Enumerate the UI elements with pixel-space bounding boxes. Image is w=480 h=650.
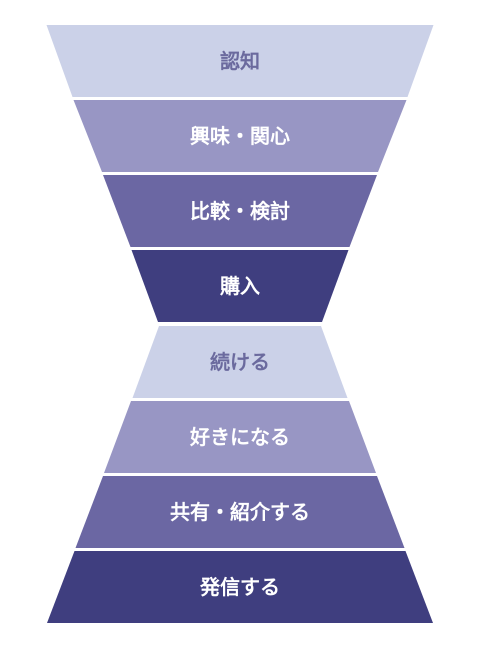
funnel-stage-consideration-shape (103, 175, 377, 247)
funnel-stage-awareness-shape (46, 25, 434, 97)
funnel-stage-consideration-label: 比較・検討 (190, 199, 290, 223)
pyramid-group: 続ける 好きになる 共有・紹介する 発信する (47, 326, 433, 623)
pyramid-stage-broadcast-shape (47, 551, 433, 623)
funnel-stage-purchase-shape (131, 250, 349, 322)
funnel-group: 認知 興味・関心 比較・検討 購入 (46, 25, 434, 322)
pyramid-stage-continue-label: 続ける (210, 350, 270, 374)
funnel-stage-interest-label: 興味・関心 (190, 124, 290, 148)
pyramid-stage-share-shape (75, 476, 405, 548)
pyramid-stage-broadcast-label: 発信する (199, 575, 280, 599)
pyramid-stage-like-shape (104, 401, 376, 473)
pyramid-stage-share-label: 共有・紹介する (170, 500, 310, 524)
pyramid-stage-like-label: 好きになる (189, 425, 290, 449)
pyramid-stage-continue-shape (132, 326, 348, 398)
funnel-stage-purchase-label: 購入 (220, 274, 260, 298)
funnel-stage-interest-shape (73, 100, 407, 172)
funnel-stage-awareness-label: 認知 (220, 49, 260, 73)
